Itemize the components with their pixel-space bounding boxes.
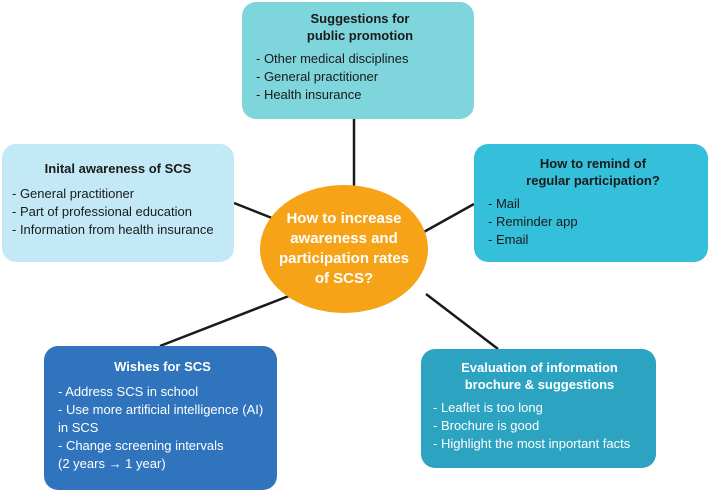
list-item: - Reminder app — [488, 214, 578, 229]
connector-wishes — [159, 292, 295, 348]
initial-awareness-box: Inital awareness of SCS - General practi… — [2, 144, 234, 262]
wishes-title: Wishes for SCS — [114, 359, 211, 374]
list-item: - Address SCS in school — [58, 384, 199, 399]
evaluation-title: Evaluation of information brochure & sug… — [461, 360, 618, 392]
list-item: - Change screening intervals (2 years → … — [58, 438, 224, 471]
initial-awareness-list: - General practitioner - Part of profess… — [12, 185, 224, 239]
remind-participation-list: - Mail - Reminder app - Email — [488, 195, 698, 249]
list-item: - Mail — [488, 196, 520, 211]
public-promotion-box: Suggestions for public promotion - Other… — [242, 2, 474, 119]
list-item: - Other medical disciplines — [256, 51, 409, 66]
list-item: - Highlight the most inportant facts — [433, 436, 631, 451]
evaluation-list: - Leaflet is too long - Brochure is good… — [433, 399, 646, 453]
list-item: - Brochure is good — [433, 418, 540, 433]
wishes-list: - Address SCS in school - Use more artif… — [58, 383, 267, 473]
central-question: How to increase awareness and participat… — [260, 185, 428, 313]
remind-participation-title: How to remind of regular participation? — [526, 156, 660, 188]
list-item: - Leaflet is too long — [433, 400, 543, 415]
list-item: - General practitioner — [12, 186, 135, 201]
list-item: - Use more artificial intelligence (AI) … — [58, 402, 264, 435]
connector-eval — [425, 293, 499, 350]
public-promotion-title: Suggestions for public promotion — [306, 11, 414, 43]
list-item: - Part of professional education — [12, 204, 192, 219]
connector-remind — [421, 202, 475, 235]
initial-awareness-title: Inital awareness of SCS — [44, 161, 192, 176]
evaluation-box: Evaluation of information brochure & sug… — [421, 349, 656, 468]
list-item: - General practitioner — [256, 69, 379, 84]
wishes-box: Wishes for SCS - Address SCS in school -… — [44, 346, 277, 490]
remind-participation-box: How to remind of regular participation? … — [474, 144, 708, 262]
list-item: - Information from health insurance — [12, 222, 214, 237]
list-item: - Health insurance — [256, 87, 362, 102]
public-promotion-list: - Other medical disciplines - General pr… — [256, 50, 464, 104]
list-item: - Email — [488, 232, 529, 247]
